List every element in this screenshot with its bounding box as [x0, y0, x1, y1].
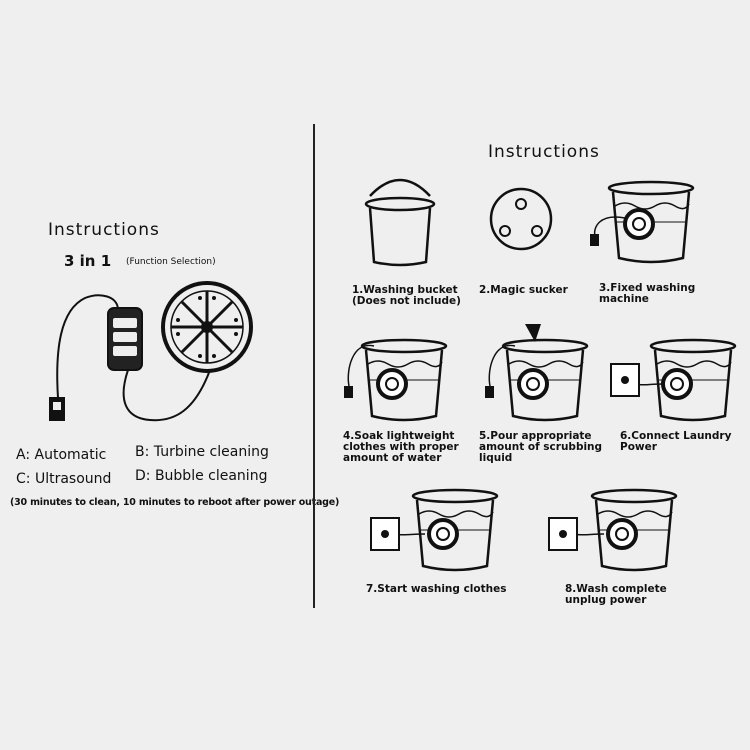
bucket-icon [573, 488, 678, 572]
function-a: A: Automatic [16, 447, 107, 463]
step-6-caption: 6.Connect Laundry Power [620, 430, 732, 453]
step-2-caption: 2.Magic sucker [479, 284, 568, 296]
left-subtitle-note: (Function Selection) [126, 257, 216, 267]
step-7-caption: 7.Start washing clothes [366, 583, 507, 595]
step-4-caption: 4.Soak lightweight clothes with proper a… [343, 430, 459, 464]
bucket-icon [388, 488, 499, 572]
socket-icon [370, 517, 400, 551]
bucket-icon [590, 180, 695, 264]
socket-icon [610, 363, 640, 397]
bucket-icon [634, 338, 737, 422]
socket-icon [548, 517, 578, 551]
step-3-caption: 3.Fixed washing machine [599, 282, 696, 305]
right-title: Instructions [488, 142, 600, 162]
bucket-icon [364, 178, 436, 267]
function-c: C: Ultrasound [16, 471, 112, 487]
bucket-icon [485, 324, 589, 422]
function-b: B: Turbine cleaning [135, 444, 269, 460]
step-1-caption: 1.Washing bucket (Does not include) [352, 284, 461, 307]
step-5-caption: 5.Pour appropriate amount of scrubbing l… [479, 430, 603, 464]
left-title: Instructions [48, 220, 160, 240]
step-8-caption: 8.Wash complete unplug power [565, 583, 667, 606]
function-d: D: Bubble cleaning [135, 468, 268, 484]
left-note: (30 minutes to clean, 10 minutes to rebo… [10, 497, 340, 508]
bucket-icon [344, 338, 448, 422]
panel-divider [313, 124, 315, 608]
sucker-icon [489, 187, 553, 251]
left-subtitle: 3 in 1 [64, 252, 112, 270]
